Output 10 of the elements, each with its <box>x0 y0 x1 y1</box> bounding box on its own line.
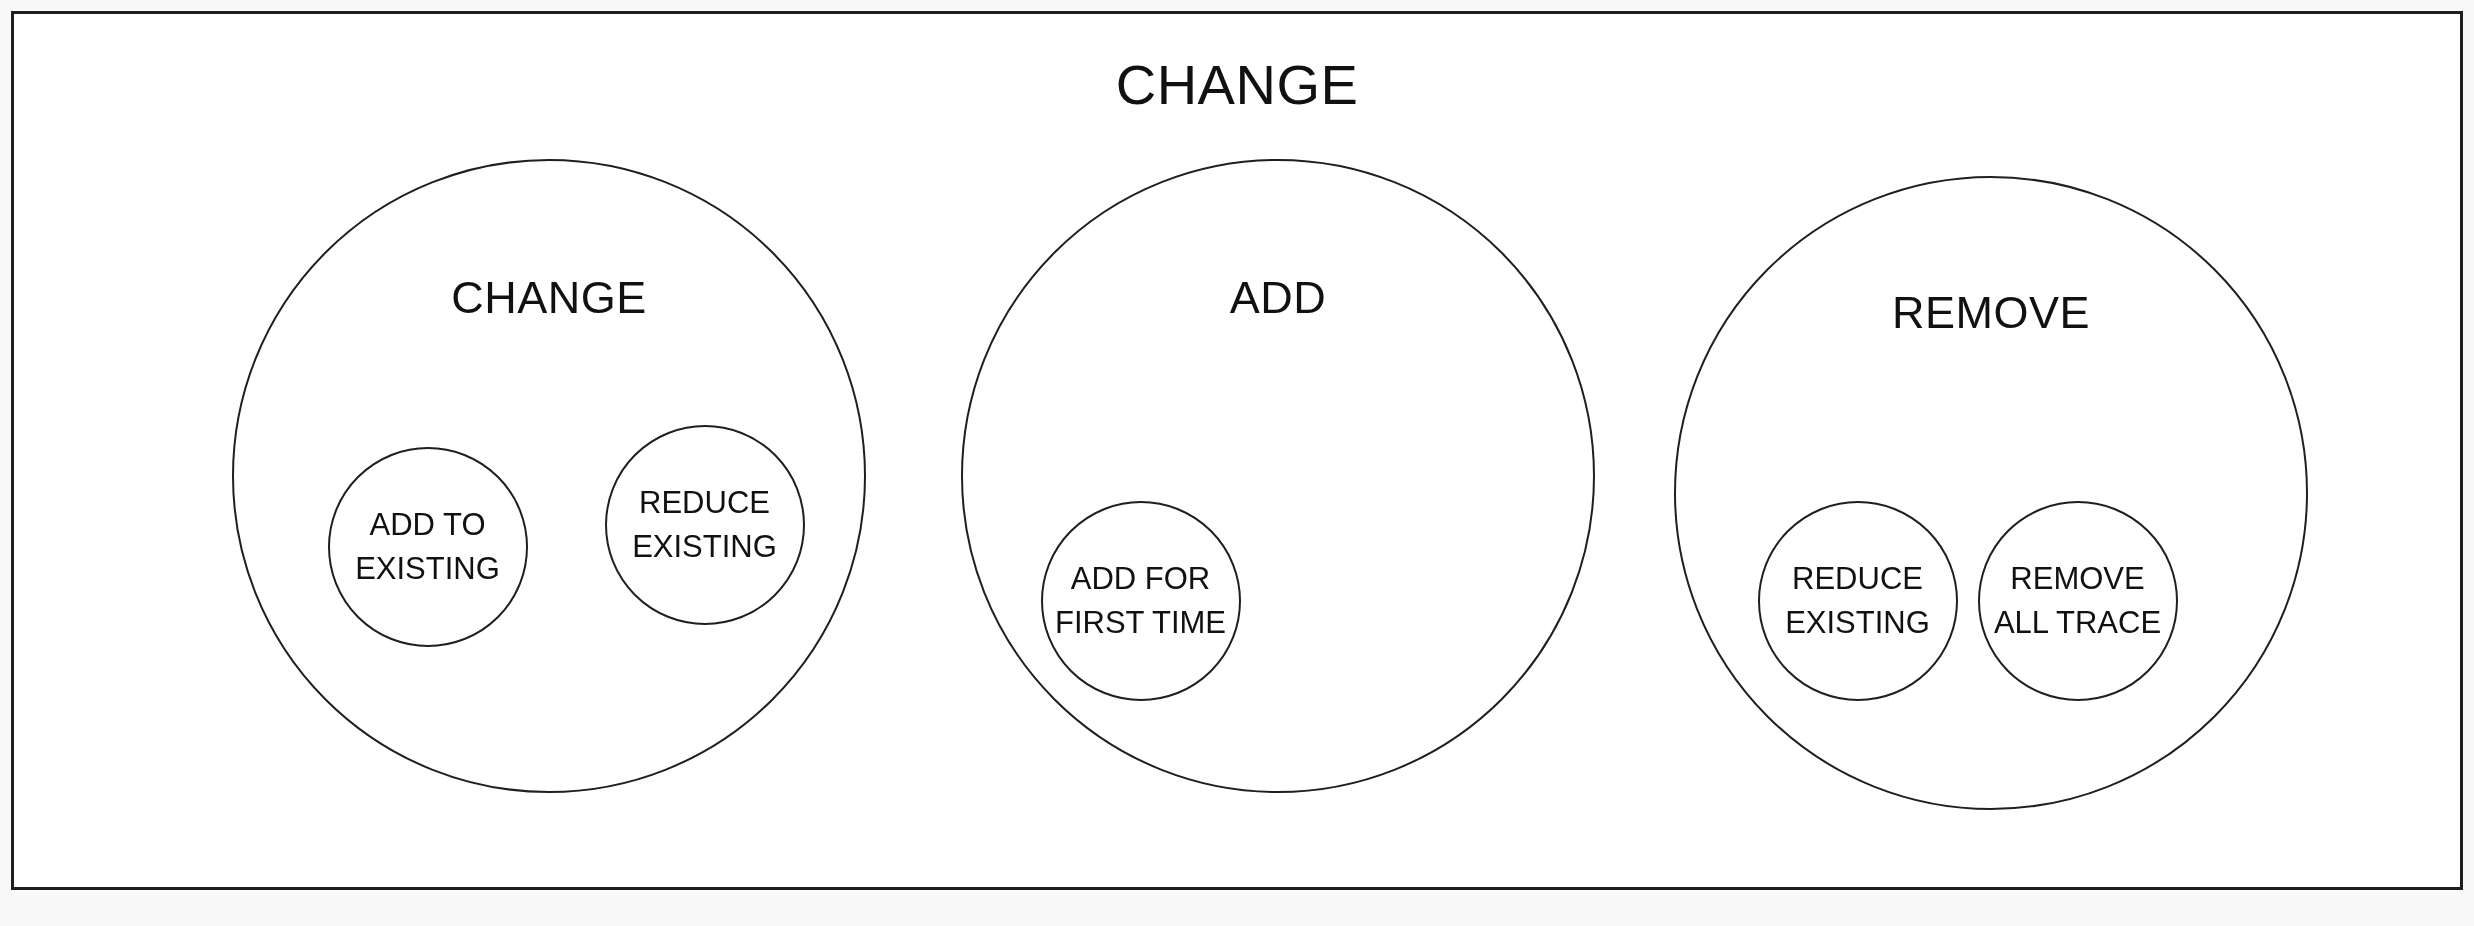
diagram-heading: CHANGE <box>1115 52 1359 118</box>
circle-label: REDUCE EXISTING <box>1784 560 1931 642</box>
circle-label: REDUCE EXISTING <box>631 484 778 566</box>
circle-label: REMOVE ALL TRACE <box>1992 560 2163 642</box>
circle-label: CHANGE <box>451 271 647 325</box>
circle-label: ADD FOR FIRST TIME <box>1053 560 1228 642</box>
circle-label: ADD TO EXISTING <box>354 506 501 588</box>
circle-label: ADD <box>1229 271 1327 325</box>
circle-label: REMOVE <box>1892 286 2090 340</box>
frame-box <box>11 11 2463 890</box>
